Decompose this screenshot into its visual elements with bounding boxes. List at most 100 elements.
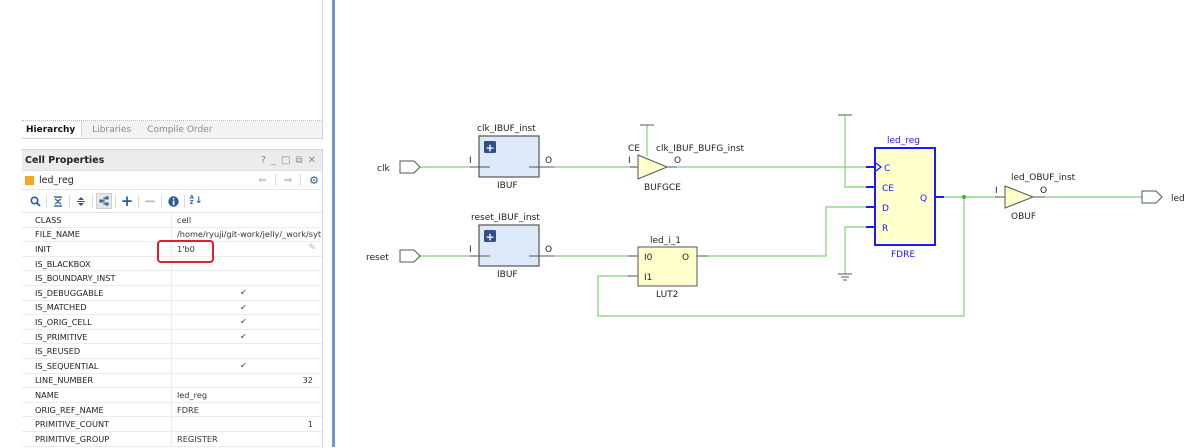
pin-label: O [674, 156, 681, 166]
property-value: 1 [171, 416, 322, 432]
pin-label: O [682, 253, 689, 263]
property-value-text: REGISTER [177, 433, 218, 444]
property-row[interactable]: IS_DEBUGGABLE✔ [22, 285, 322, 301]
property-row[interactable]: FILE_NAME/home/ryuji/git-work/jelly/_wor… [22, 227, 322, 243]
property-key: IS_BOUNDARY_INST [22, 270, 172, 286]
property-row[interactable]: IS_BOUNDARY_INST [22, 270, 322, 286]
property-key: IS_PRIMITIVE [22, 329, 172, 345]
cell-type-label: IBUF [497, 270, 518, 280]
wire-ce-tie[interactable] [844, 115, 868, 188]
property-row[interactable]: IS_REUSED [22, 343, 322, 359]
property-check: ✔ [171, 329, 322, 345]
wire-junction [962, 195, 966, 199]
collapse-all-icon[interactable] [50, 193, 66, 209]
add-icon[interactable]: + [120, 192, 134, 210]
pin-label: CE [628, 144, 640, 154]
property-key: PRIMITIVE_GROUP [22, 431, 172, 447]
divider [46, 194, 47, 208]
port-reset[interactable]: reset [366, 249, 421, 263]
property-row[interactable]: IS_PRIMITIVE✔ [22, 329, 322, 345]
property-key: IS_REUSED [22, 343, 172, 359]
cell-clk-ibuf[interactable]: clk_IBUF_inst + I O IBUF [469, 124, 554, 191]
property-row[interactable]: PRIMITIVE_GROUP REGISTER [22, 431, 322, 447]
property-row[interactable]: IS_MATCHED✔ [22, 300, 322, 316]
property-check: ✔ [171, 285, 322, 301]
group-by-category-icon[interactable] [96, 193, 112, 209]
close-icon[interactable]: ✕ [307, 154, 316, 166]
cell-color-icon [25, 175, 34, 185]
expand-icon[interactable] [484, 230, 496, 242]
expand-icon[interactable] [484, 141, 496, 153]
panel-splitter[interactable] [22, 120, 322, 121]
search-icon[interactable] [27, 193, 43, 209]
cell-lut2[interactable]: led_i_1 I0 I1 O LUT2 [628, 236, 708, 300]
tab-libraries[interactable]: Libraries [92, 125, 132, 135]
pin-label: O [1040, 186, 1047, 196]
back-arrow-icon[interactable]: ⇐ [258, 174, 267, 186]
gear-icon[interactable]: ⚙ [309, 173, 319, 187]
cell-bufgce[interactable]: CE I O clk_IBUF_BUFG_inst BUFGCE [628, 144, 745, 193]
property-row[interactable]: IS_SEQUENTIAL✔ [22, 358, 322, 374]
cell-obuf[interactable]: led_OBUF_inst I O OBUF [995, 173, 1076, 222]
property-value-text: 1'b0 [177, 243, 195, 254]
info-icon[interactable] [165, 193, 181, 209]
property-value: /home/ryuji/git-work/jelly/_work/syt [171, 227, 322, 243]
pin-label: CE [882, 184, 894, 194]
port-clk[interactable]: clk [377, 160, 421, 174]
cell-reset-ibuf[interactable]: reset_IBUF_inst + I O IBUF [469, 213, 554, 280]
property-row[interactable]: IS_ORIG_CELL✔ [22, 314, 322, 330]
cell-inst-label: led_reg [887, 136, 920, 146]
cell-inst-label: clk_IBUF_inst [477, 124, 536, 134]
expand-glyph: + [485, 231, 494, 244]
panel-divider[interactable] [332, 0, 335, 447]
minimize-icon[interactable]: _ [271, 154, 277, 166]
port-reset-label: reset [366, 253, 389, 263]
pin-label: O [545, 156, 552, 166]
property-value[interactable]: 1'b0 ✎ [171, 241, 322, 257]
property-value: REGISTER [171, 431, 322, 447]
tab-hierarchy[interactable]: Hierarchy [22, 122, 83, 137]
wire-q-feedback[interactable] [597, 197, 965, 317]
help-icon[interactable]: ? [260, 154, 267, 166]
panel-title: Cell Properties [25, 154, 105, 166]
forward-arrow-icon[interactable]: ⇒ [283, 174, 293, 186]
wire-r-gnd[interactable] [844, 226, 868, 274]
pin-label: I [469, 245, 472, 255]
property-value: cell [171, 213, 322, 228]
ground-icon [838, 273, 852, 281]
float-icon[interactable]: ⧉ [295, 154, 303, 166]
divider [138, 194, 139, 208]
property-value-text: /home/ryuji/git-work/jelly/_work/syt [177, 229, 322, 240]
port-led[interactable]: led [1141, 190, 1185, 204]
property-row[interactable]: IS_BLACKBOX [22, 256, 322, 272]
pin-label: R [882, 224, 888, 234]
property-value [171, 256, 322, 272]
hierarchy-tabs: Hierarchy Libraries Compile Order [22, 122, 224, 137]
property-key: FILE_NAME [22, 227, 172, 243]
property-key: IS_ORIG_CELL [22, 314, 172, 330]
divider [274, 174, 276, 186]
wire-lut-out-d[interactable] [708, 206, 868, 257]
tab-compile-order[interactable]: Compile Order [147, 125, 213, 135]
property-value [171, 270, 322, 286]
maximize-icon[interactable]: □ [281, 154, 291, 166]
divider [92, 194, 93, 208]
remove-icon[interactable]: − [143, 192, 157, 210]
cell-fdre-selected[interactable]: led_reg C CE D R Q FDRE [866, 136, 944, 260]
expand-all-icon[interactable] [73, 193, 89, 209]
cell-type-label: LUT2 [656, 290, 678, 300]
property-value: FDRE [171, 402, 322, 418]
pin-label: I [628, 156, 631, 166]
port-clk-label: clk [377, 164, 390, 174]
property-value: led_reg [171, 387, 322, 403]
property-value-text: ✔ [240, 302, 247, 312]
pencil-icon[interactable]: ✎ [308, 243, 316, 254]
